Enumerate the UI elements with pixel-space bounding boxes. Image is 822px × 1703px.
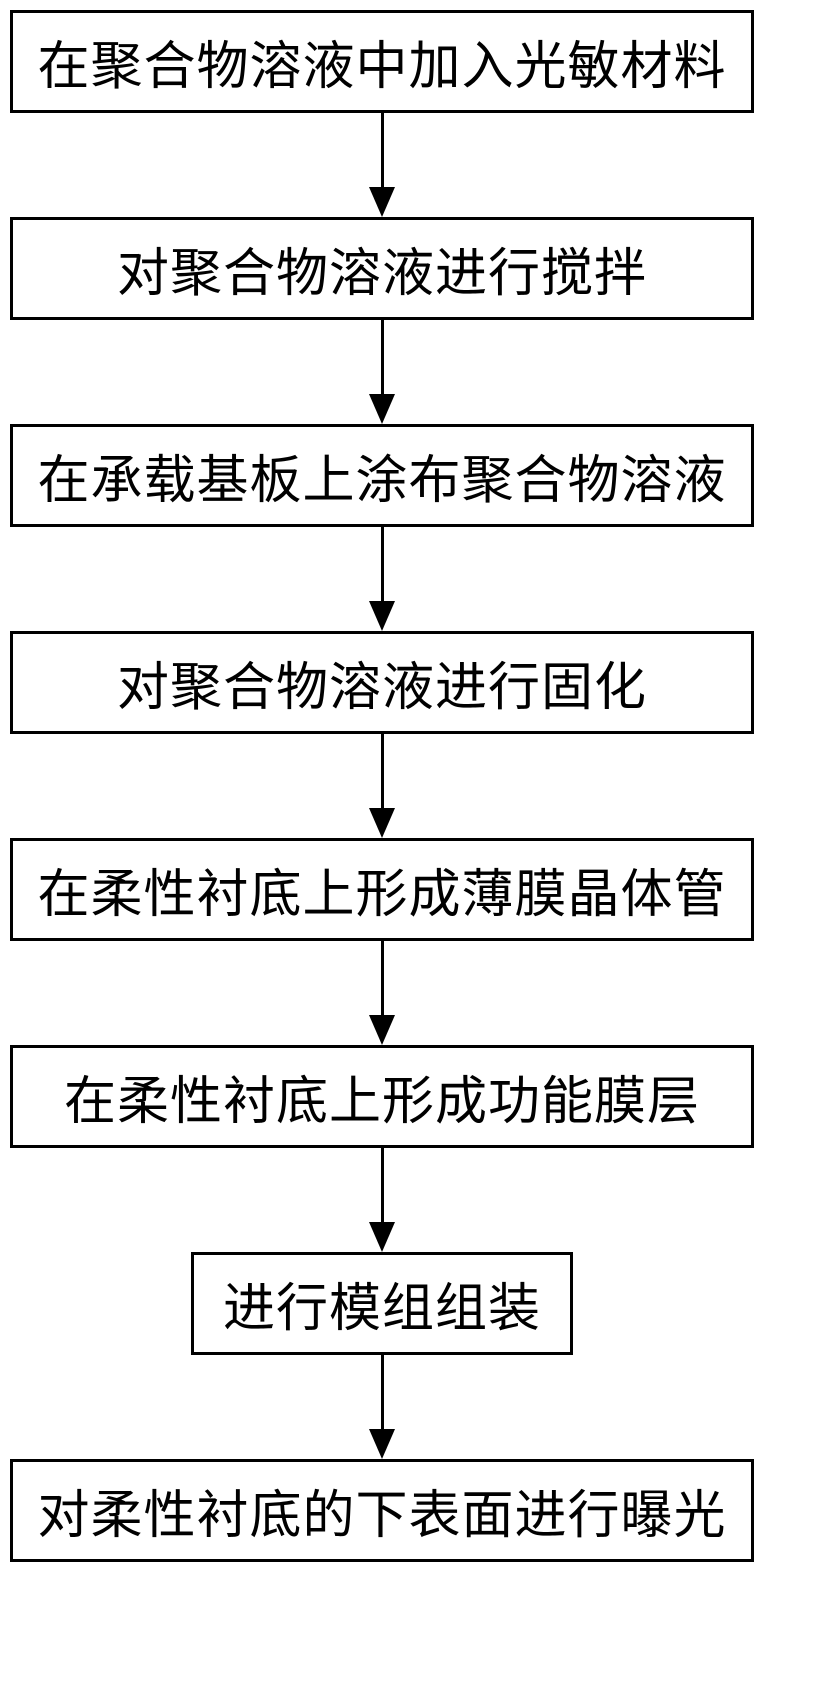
arrow-head-icon	[369, 601, 395, 631]
arrow-shaft	[380, 1355, 384, 1429]
arrow-head-icon	[369, 1429, 395, 1459]
step-5-label: 在柔性衬底上形成薄膜晶体管	[37, 867, 727, 924]
down-arrow-2	[369, 320, 395, 424]
step-8-label: 对柔性衬底的下表面进行曝光	[37, 1488, 727, 1545]
down-arrow-7	[369, 1355, 395, 1459]
flowchart-step-4: 对聚合物溶液进行固化	[10, 631, 754, 734]
flowchart-step-5: 在柔性衬底上形成薄膜晶体管	[10, 838, 754, 941]
step-7-label: 进行模组组装	[222, 1281, 541, 1338]
step-4-label: 对聚合物溶液进行固化	[116, 660, 647, 717]
arrow-shaft	[380, 734, 384, 808]
arrow-shaft	[380, 113, 384, 187]
flowchart: 在聚合物溶液中加入光敏材料 对聚合物溶液进行搅拌 在承载基板上涂布聚合物溶液 对…	[10, 0, 754, 1562]
arrow-shaft	[380, 1148, 384, 1222]
arrow-head-icon	[369, 1222, 395, 1252]
arrow-head-icon	[369, 1015, 395, 1045]
flowchart-step-2: 对聚合物溶液进行搅拌	[10, 217, 754, 320]
flowchart-step-1: 在聚合物溶液中加入光敏材料	[10, 10, 754, 113]
step-3-label: 在承载基板上涂布聚合物溶液	[37, 453, 727, 510]
arrow-shaft	[380, 527, 384, 601]
down-arrow-5	[369, 941, 395, 1045]
arrow-head-icon	[369, 394, 395, 424]
flowchart-step-3: 在承载基板上涂布聚合物溶液	[10, 424, 754, 527]
down-arrow-6	[369, 1148, 395, 1252]
flowchart-step-8: 对柔性衬底的下表面进行曝光	[10, 1459, 754, 1562]
step-6-label: 在柔性衬底上形成功能膜层	[63, 1074, 700, 1131]
arrow-head-icon	[369, 187, 395, 217]
flowchart-step-7: 进行模组组装	[191, 1252, 573, 1355]
arrow-shaft	[380, 941, 384, 1015]
step-2-label: 对聚合物溶液进行搅拌	[116, 246, 647, 303]
flowchart-step-6: 在柔性衬底上形成功能膜层	[10, 1045, 754, 1148]
arrow-head-icon	[369, 808, 395, 838]
step-1-label: 在聚合物溶液中加入光敏材料	[37, 39, 727, 96]
down-arrow-4	[369, 734, 395, 838]
arrow-shaft	[380, 320, 384, 394]
down-arrow-3	[369, 527, 395, 631]
down-arrow-1	[369, 113, 395, 217]
